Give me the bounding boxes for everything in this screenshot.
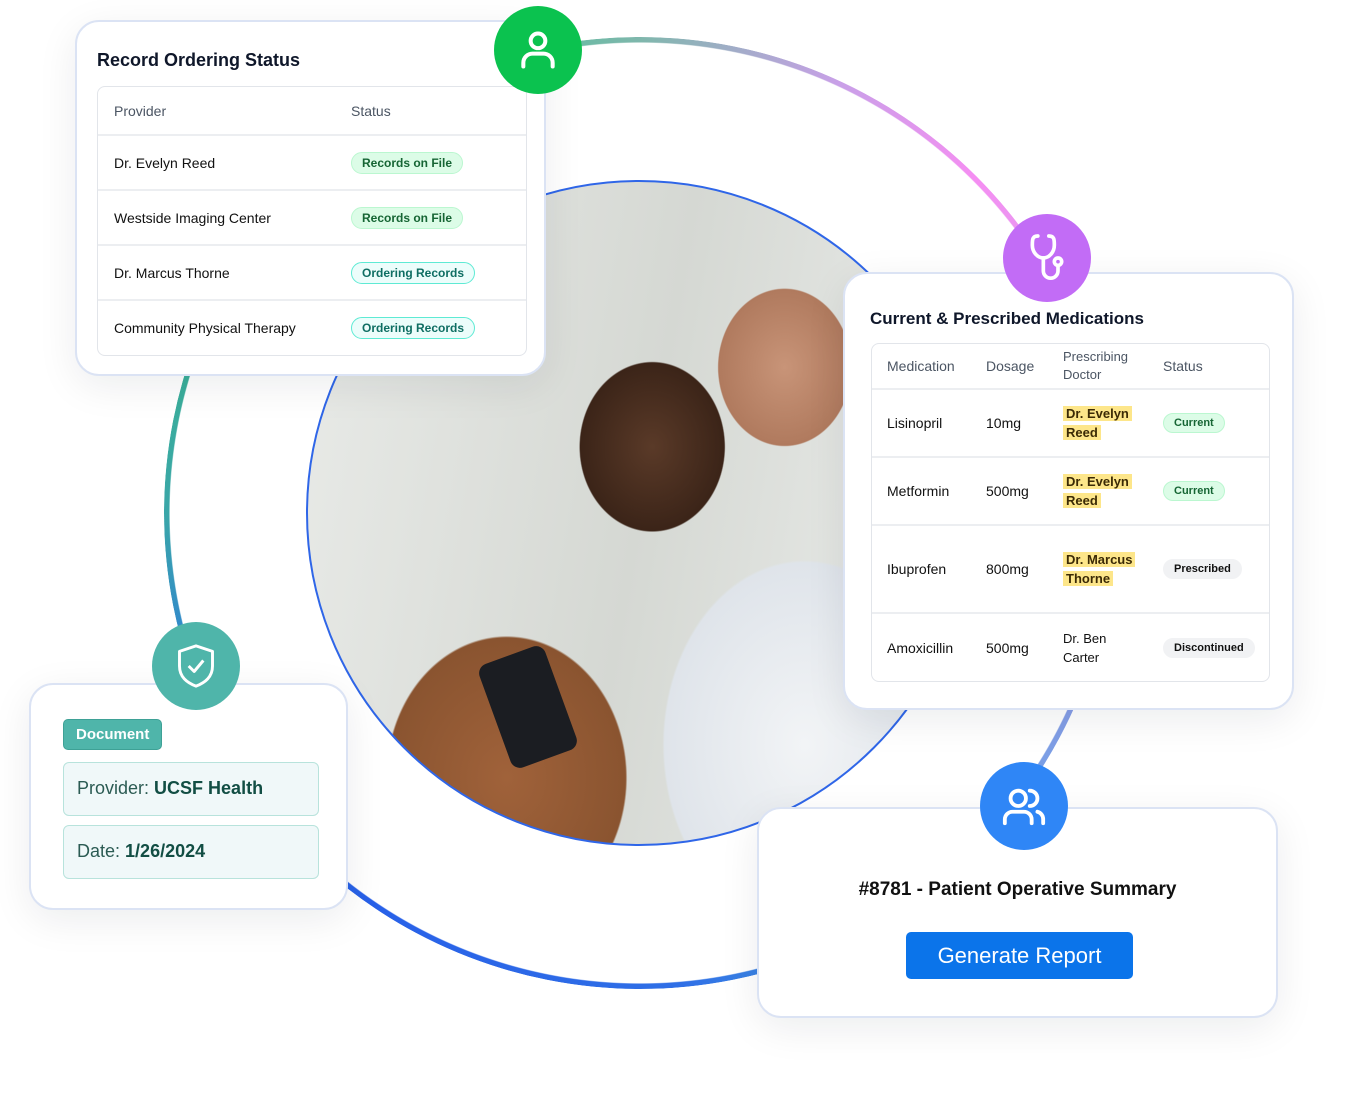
status-badge: Discontinued <box>1163 637 1255 658</box>
medications-card: Current & Prescribed Medications Medicat… <box>843 272 1294 710</box>
medications-title: Current & Prescribed Medications <box>870 309 1144 328</box>
provider-row: Dr. Evelyn Reed Records on File <box>98 134 526 190</box>
medication-name: Amoxicillin <box>872 612 986 681</box>
provider-name: Westside Imaging Center <box>98 189 351 245</box>
medications-table: Medication Dosage Prescribing Doctor Sta… <box>871 343 1270 682</box>
provider-name: Dr. Evelyn Reed <box>98 134 351 190</box>
document-badge: Document <box>63 719 163 750</box>
status-badge: Prescribed <box>1163 559 1242 579</box>
provider-field: Provider: UCSF Health <box>63 762 319 816</box>
status-badge: Ordering Records <box>351 317 476 339</box>
record-ordering-table: Provider Status Dr. Evelyn Reed Records … <box>97 86 527 356</box>
phone-image <box>476 643 580 771</box>
status-badge: Ordering Records <box>351 261 476 284</box>
prescribing-doctor: Dr. Evelyn Reed <box>1063 474 1132 508</box>
column-header-dosage: Dosage <box>986 358 1035 374</box>
provider-row: Community Physical Therapy Ordering Reco… <box>98 299 526 355</box>
medication-name: Lisinopril <box>872 388 986 457</box>
provider-row: Dr. Marcus Thorne Ordering Records <box>98 244 526 300</box>
medication-row: Lisinopril 10mg Dr. Evelyn Reed Current <box>872 388 1269 457</box>
status-badge: Records on File <box>351 206 464 229</box>
prescribing-doctor: Dr. Marcus Thorne <box>1063 552 1136 586</box>
medication-row: Amoxicillin 500mg Dr. Ben Carter Discont… <box>872 612 1269 681</box>
provider-name: Dr. Marcus Thorne <box>98 244 351 300</box>
record-ordering-card: Record Ordering Status Provider Status D… <box>75 20 546 376</box>
medication-row: Metformin 500mg Dr. Evelyn Reed Current <box>872 456 1269 525</box>
user-icon <box>494 6 582 94</box>
date-value: 1/26/2024 <box>125 841 206 861</box>
document-card: Document Provider: UCSF Health Date: 1/2… <box>29 683 348 910</box>
column-header-status: Status <box>1163 358 1203 374</box>
date-field: Date: 1/26/2024 <box>63 825 319 879</box>
medication-row: Ibuprofen 800mg Dr. Marcus Thorne Prescr… <box>872 524 1269 613</box>
medication-dosage: 800mg <box>986 524 1063 613</box>
provider-row: Westside Imaging Center Records on File <box>98 189 526 245</box>
column-header-status: Status <box>351 102 391 119</box>
provider-value: UCSF Health <box>154 778 264 798</box>
column-header-medication: Medication <box>887 358 955 374</box>
record-ordering-title: Record Ordering Status <box>97 50 301 70</box>
generate-report-button[interactable]: Generate Report <box>906 932 1133 979</box>
medication-name: Metformin <box>872 456 986 525</box>
medication-dosage: 500mg <box>986 456 1063 525</box>
prescribing-doctor: Dr. Evelyn Reed <box>1063 406 1132 440</box>
medication-dosage: 10mg <box>986 388 1063 457</box>
prescribing-doctor: Dr. Ben Carter <box>1063 630 1107 665</box>
provider-label: Provider: <box>77 778 150 798</box>
medication-dosage: 500mg <box>986 612 1063 681</box>
medication-name: Ibuprofen <box>872 524 986 613</box>
status-badge: Current <box>1163 413 1225 433</box>
status-badge: Records on File <box>351 151 464 174</box>
shield-check-icon <box>152 622 240 710</box>
column-header-prescribing-doctor: Prescribing Doctor <box>1063 349 1129 382</box>
provider-name: Community Physical Therapy <box>98 299 351 355</box>
date-label: Date: <box>77 841 121 861</box>
column-header-provider: Provider <box>114 102 167 119</box>
users-icon <box>980 762 1068 850</box>
report-title: #8781 - Patient Operative Summary <box>858 879 1177 900</box>
stethoscope-icon <box>1003 214 1091 302</box>
status-badge: Current <box>1163 481 1225 501</box>
